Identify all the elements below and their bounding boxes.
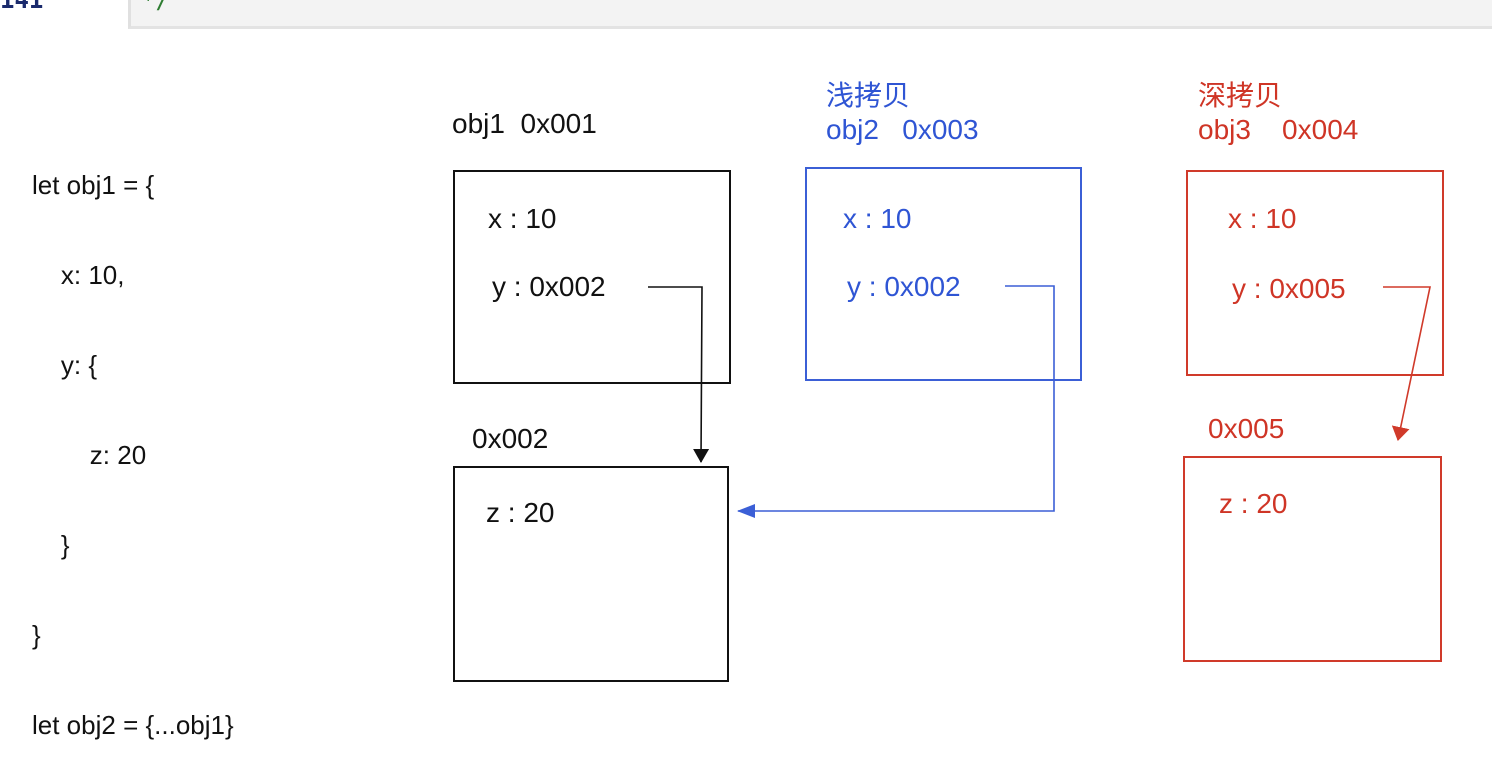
obj1-y-pointer-arrow	[648, 286, 710, 463]
code-line: }	[32, 620, 41, 650]
obj2-y-pointer-arrow	[737, 285, 1055, 518]
comment-close: */	[141, 0, 170, 14]
obj2-box	[805, 167, 1082, 381]
nested-0x002-box	[453, 466, 729, 682]
obj1-header: obj1 0x001	[452, 108, 597, 139]
obj3-header: obj3 0x004	[1198, 114, 1359, 145]
shallow-copy-title: 浅拷贝	[826, 80, 911, 111]
code-line: let obj2 = {...obj1}	[32, 710, 234, 740]
obj1-x-entry: x : 10	[488, 203, 557, 234]
code-editor-line: */	[128, 0, 1492, 29]
nested-0x005-box	[1183, 456, 1442, 662]
obj1-y-entry: y : 0x002	[492, 271, 606, 302]
nested-0x002-header: 0x002	[472, 423, 549, 454]
obj3-box	[1186, 170, 1444, 376]
code-line: y: {	[32, 350, 98, 380]
line-number: 141	[0, 0, 44, 14]
obj2-y-entry: y : 0x002	[847, 271, 961, 302]
obj2-header: obj2 0x003	[826, 114, 979, 145]
nested-0x005-z-entry: z : 20	[1219, 488, 1288, 519]
obj1-box	[453, 170, 731, 384]
code-line: x: 10,	[32, 260, 125, 290]
obj2-x-entry: x : 10	[843, 203, 912, 234]
code-line: z: 20	[32, 440, 147, 470]
deep-copy-title: 深拷贝	[1198, 80, 1283, 111]
reference-arrows	[648, 285, 1431, 518]
obj3-x-entry: x : 10	[1228, 203, 1297, 234]
obj3-y-pointer-arrow	[1383, 286, 1431, 441]
nested-0x005-header: 0x005	[1208, 413, 1285, 444]
obj3-y-entry: y : 0x005	[1232, 273, 1346, 304]
nested-0x002-z-entry: z : 20	[486, 497, 555, 528]
code-line: }	[32, 530, 70, 560]
code-line: let obj1 = {	[32, 170, 155, 200]
